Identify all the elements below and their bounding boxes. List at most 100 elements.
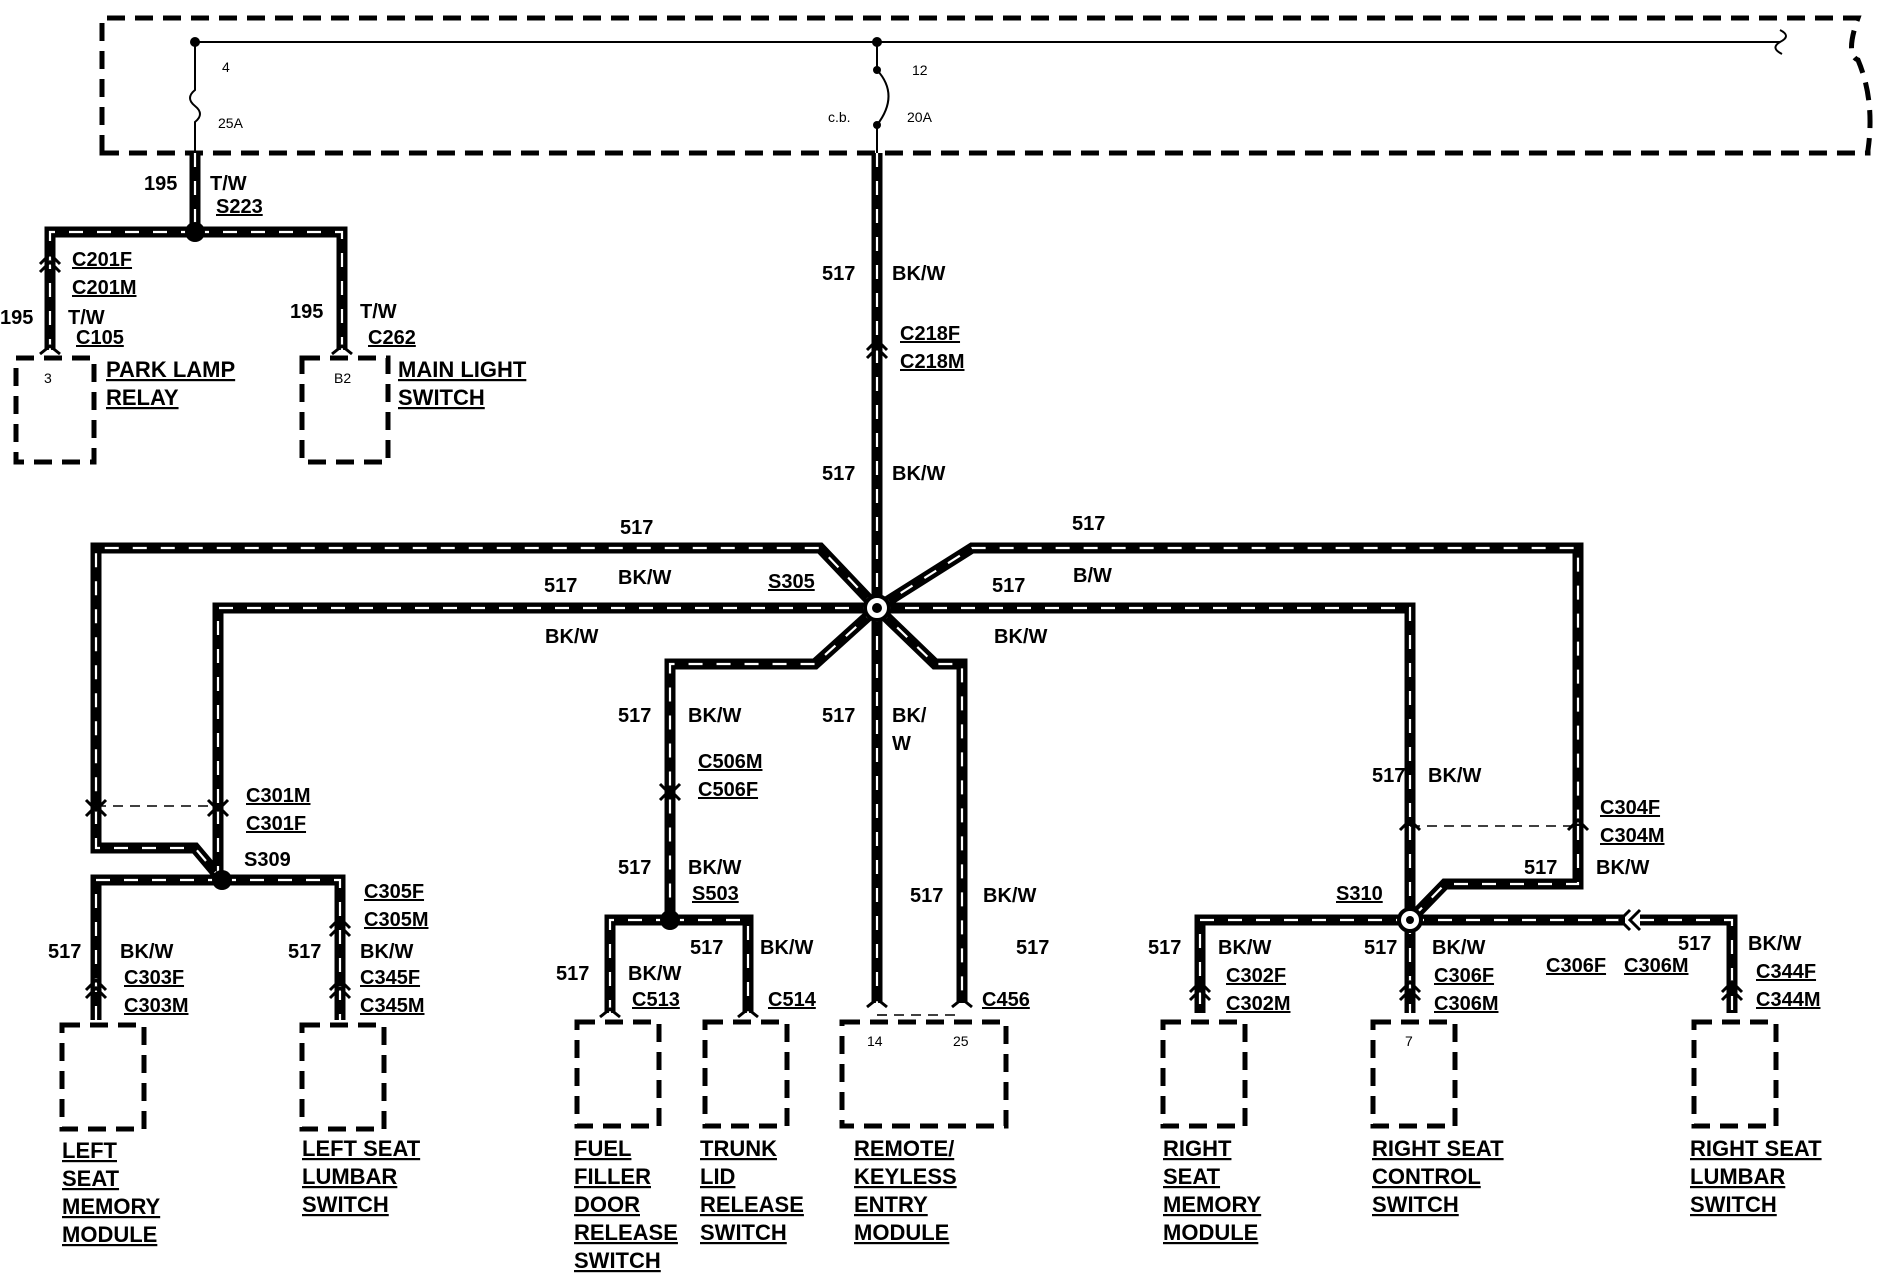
c105-chevron xyxy=(39,344,61,356)
circuit-label: 517 xyxy=(620,517,653,539)
color-label: BK/W xyxy=(1432,937,1485,959)
component-label: SWITCH xyxy=(302,1192,389,1217)
circuit-label: 517 xyxy=(822,263,855,285)
circuit-label: 517 xyxy=(1016,937,1049,959)
c344-chevron xyxy=(1720,979,1744,1002)
connector-label: C305M xyxy=(364,909,428,931)
component-label: FUEL xyxy=(574,1136,631,1161)
component-label: ENTRY xyxy=(854,1192,928,1217)
splice-s305-center xyxy=(872,603,882,613)
cb-contact-top xyxy=(873,66,881,74)
circuit-label: 517 xyxy=(618,705,651,727)
component-label: KEYLESS xyxy=(854,1164,957,1189)
pin-park-lamp: 3 xyxy=(44,370,52,386)
component-label: SWITCH xyxy=(398,385,485,410)
trunk-lid-box xyxy=(702,1019,790,1129)
connector-label: C304F xyxy=(1600,797,1660,819)
circuit-label: 517 xyxy=(1148,937,1181,959)
component-label: RIGHT SEAT xyxy=(1372,1136,1504,1161)
pin-main-light: B2 xyxy=(334,370,351,386)
circuit-label: 517 xyxy=(544,575,577,597)
color-label: BK/ xyxy=(892,705,927,727)
left-seat-lumbar-box xyxy=(299,1022,387,1132)
fuse-panel-outline xyxy=(99,15,1873,156)
c345-chevron xyxy=(328,977,352,1000)
splice-s310-center xyxy=(1406,916,1414,924)
component-label: PARK LAMP xyxy=(106,357,235,382)
color-label: BK/W xyxy=(760,937,813,959)
left-seat-memory-box xyxy=(59,1022,147,1132)
splice-s309 xyxy=(212,870,232,890)
connector-label: C513 xyxy=(632,989,680,1011)
component-boxes xyxy=(13,355,1779,1132)
circuit-label: 517 xyxy=(822,463,855,485)
c456-chevron-25 xyxy=(951,997,973,1009)
component-label: LUMBAR xyxy=(302,1164,397,1189)
component-label: RELAY xyxy=(106,385,179,410)
splice-label-s223: S223 xyxy=(216,196,263,218)
color-label: T/W xyxy=(210,173,247,195)
circuit-label: 517 xyxy=(1372,765,1405,787)
connector-labels: C201F C201M C105 C262 C218F C218M C301M … xyxy=(72,249,1820,1017)
color-label: BK/W xyxy=(688,705,741,727)
connector-label: C514 xyxy=(768,989,817,1011)
cb-rating: 20A xyxy=(907,109,933,125)
color-label: BK/W xyxy=(120,941,173,963)
bus-break xyxy=(1774,29,1787,55)
color-label: W xyxy=(892,733,911,755)
connector-label: C306M xyxy=(1434,993,1498,1015)
component-label: DOOR xyxy=(574,1192,640,1217)
circuit-label: 517 xyxy=(48,941,81,963)
connector-label: C201F xyxy=(72,249,132,271)
color-label: BK/W xyxy=(618,567,671,589)
circuit-label: 517 xyxy=(556,963,589,985)
splice-label-s305: S305 xyxy=(768,571,815,593)
circuit-label: 195 xyxy=(0,307,33,329)
splice-label-s310: S310 xyxy=(1336,883,1383,905)
component-label: SWITCH xyxy=(1690,1192,1777,1217)
circuit-label: 517 xyxy=(1072,513,1105,535)
circuit-label: 195 xyxy=(290,301,323,323)
splice-s503 xyxy=(660,910,680,930)
component-label: TRUNK xyxy=(700,1136,777,1161)
component-label: MEMORY xyxy=(1163,1192,1262,1217)
connector-label: C105 xyxy=(76,327,124,349)
connector-label: C302M xyxy=(1226,993,1290,1015)
connector-label: C456 xyxy=(982,989,1030,1011)
connector-label: C201M xyxy=(72,277,136,299)
connector-label: C305F xyxy=(364,881,424,903)
connector-label: C302F xyxy=(1226,965,1286,987)
circuit-label: 517 xyxy=(690,937,723,959)
component-label: RELEASE xyxy=(700,1192,804,1217)
connector-label: C218F xyxy=(900,323,960,345)
component-label: SEAT xyxy=(1163,1164,1221,1189)
circuit-label: 517 xyxy=(910,885,943,907)
component-label: SEAT xyxy=(62,1166,120,1191)
splice-s223 xyxy=(185,222,205,242)
connector-label: C306F xyxy=(1546,955,1606,977)
c506-chevron xyxy=(658,782,682,802)
connector-label: C506F xyxy=(698,779,758,801)
cb-number: 12 xyxy=(912,62,928,78)
connector-label: C303M xyxy=(124,995,188,1017)
keyless-box xyxy=(839,1019,1009,1129)
color-label: BK/W xyxy=(1428,765,1481,787)
right-seat-memory-box xyxy=(1160,1019,1248,1129)
splice-labels: S223 S305 S309 S503 S310 xyxy=(216,196,1383,905)
color-label: T/W xyxy=(360,301,397,323)
component-label: MODULE xyxy=(1163,1220,1258,1245)
connector-symbols xyxy=(38,251,1744,1019)
cb-type: c.b. xyxy=(828,109,851,125)
circuit-label: 517 xyxy=(288,941,321,963)
connector-label: C262 xyxy=(368,327,416,349)
component-label: MEMORY xyxy=(62,1194,161,1219)
component-label: SWITCH xyxy=(574,1248,661,1273)
component-label: LID xyxy=(700,1164,735,1189)
connector-label: C506M xyxy=(698,751,762,773)
park-lamp-relay-box xyxy=(13,355,97,465)
color-label: BK/W xyxy=(892,263,945,285)
connector-label: C344M xyxy=(1756,989,1820,1011)
color-label: BK/W xyxy=(1596,857,1649,879)
c218-chevron xyxy=(865,337,889,360)
